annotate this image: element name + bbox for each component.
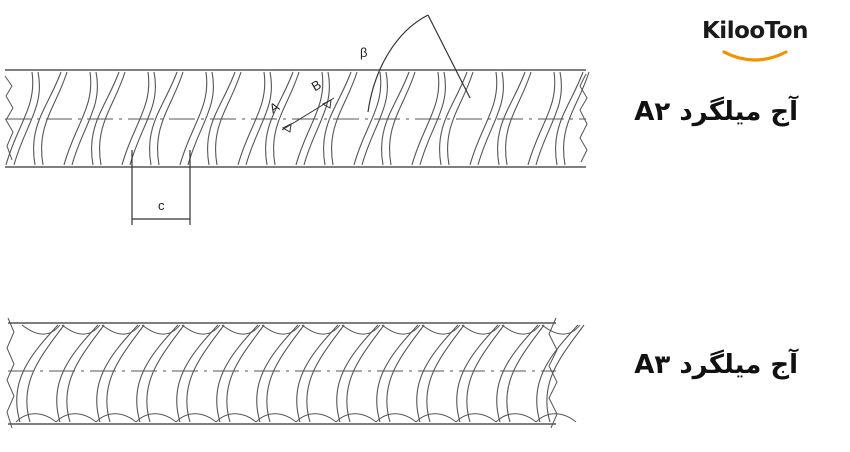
rib (255, 324, 305, 423)
rib (179, 71, 214, 166)
marker-b-triangle (321, 99, 332, 109)
dimension-c-label: c (158, 198, 165, 213)
rib (237, 71, 272, 166)
rebar-a2-label: آج میلگرد A۲ (634, 97, 798, 127)
rib (497, 71, 532, 166)
angle-beta-reference-line (427, 14, 471, 99)
rib (149, 71, 184, 166)
rib (33, 71, 68, 166)
angle-beta: β (360, 14, 471, 113)
brand-name: KilooTon (701, 18, 809, 44)
rib (55, 324, 105, 423)
rib (335, 324, 385, 423)
section-markers: A B (267, 77, 335, 133)
rib (323, 71, 358, 166)
dimension-c: c (131, 150, 191, 225)
rib (135, 324, 185, 423)
rib (495, 324, 545, 423)
rib (295, 324, 345, 423)
rebar-a3-label: آج میلگرد A۳ (634, 350, 798, 380)
rib (121, 71, 156, 166)
rib (469, 71, 504, 166)
rib (535, 324, 585, 423)
rib (15, 324, 65, 423)
marker-a-triangle (281, 123, 292, 133)
rib (95, 324, 145, 423)
rib (353, 71, 388, 166)
rib (381, 71, 416, 166)
rebar-a3-right-break (548, 317, 558, 429)
rib (63, 71, 98, 166)
rib (91, 71, 126, 166)
rebar-a2-drawing (4, 69, 590, 168)
angle-beta-label: β (360, 45, 367, 60)
rib (555, 71, 590, 166)
rib (265, 71, 300, 166)
angle-beta-arc (367, 14, 429, 113)
rib (411, 71, 446, 166)
rib (207, 71, 242, 166)
kilooton-logo: KilooTon (700, 18, 810, 68)
rib (175, 324, 225, 423)
rib (375, 324, 425, 423)
marker-b-label: B (309, 77, 324, 94)
rebar-a3-left-break (6, 317, 15, 429)
rib (295, 71, 330, 166)
rebar-a3-ribs (15, 324, 585, 423)
rebar-a2-ribs (5, 71, 590, 166)
rebar-a2-left-break (4, 75, 14, 161)
rebar-a3-drawing (6, 317, 585, 429)
rebar-a2-right-break (579, 73, 588, 163)
brand-smile-icon (722, 50, 788, 62)
rib (415, 324, 465, 423)
rib (455, 324, 505, 423)
rib (215, 324, 265, 423)
rib (527, 71, 562, 166)
